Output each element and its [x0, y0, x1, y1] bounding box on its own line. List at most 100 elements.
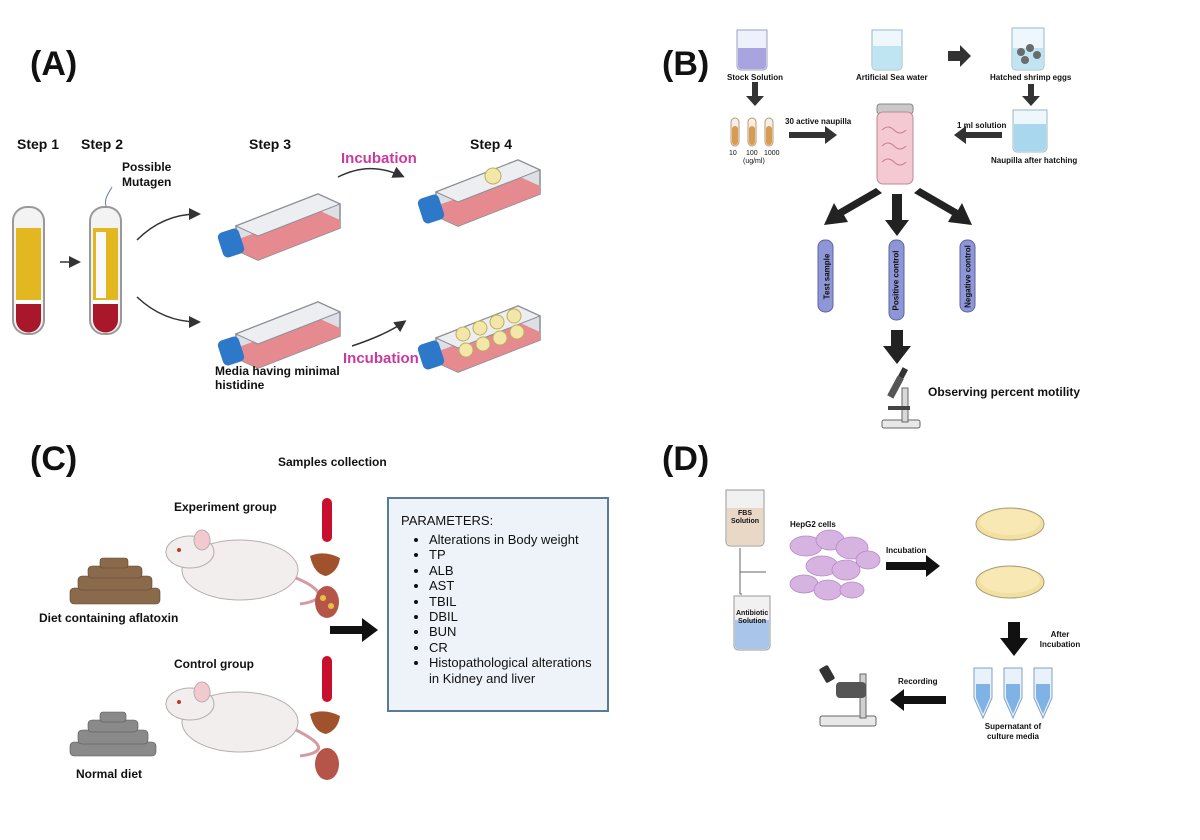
culture-flask-many-colonies-icon [417, 305, 542, 373]
control-group-label: Control group [174, 657, 254, 671]
control-kidney-icon [315, 748, 339, 780]
mixed-sample-jar-icon [876, 103, 914, 185]
sea-water-label: Artificial Sea water [856, 73, 928, 82]
positive-control-label: Positive control [891, 250, 901, 311]
normal-diet-label: Normal diet [76, 767, 143, 781]
stereo-microscope-icon [819, 665, 877, 727]
parameter-item: ALB [429, 563, 597, 578]
arrow-to-test-sample [824, 188, 882, 225]
supernatant-tubes-icon [973, 667, 1053, 720]
arrow-active-naupilla [789, 126, 837, 144]
conc-10-label: 10 [729, 150, 737, 157]
step4-label: Step 4 [470, 136, 513, 152]
arrow-to-negative-control [914, 188, 972, 225]
shrimp-eggs-label: Hatched shrimp eggs [990, 73, 1072, 82]
parameter-item: CR [429, 640, 597, 655]
negative-control-tube-icon [959, 239, 976, 313]
arrow-eggs-down [1022, 84, 1040, 106]
microscope-icon [881, 367, 921, 429]
fbs-solution-beaker-icon [725, 489, 765, 547]
incubation-bottom-label: Incubation [343, 350, 419, 367]
one-ml-label: 1 ml solution [957, 121, 1007, 130]
hepg2-label: HepG2 cells [790, 520, 836, 529]
conc-100-label: 100 [746, 150, 758, 157]
experiment-blood-tube-icon [322, 498, 332, 542]
incubation-top-label: Incubation [341, 150, 417, 167]
naupilla-after-label: Naupilla after hatching [991, 156, 1078, 165]
panel-d-label: (D) [662, 440, 710, 478]
arrow-stock-down [746, 82, 764, 106]
shrimp-eggs-beaker-icon [1011, 27, 1045, 71]
parameter-item: TBIL [429, 594, 597, 609]
media-label: Media having minimal histidine [215, 364, 340, 392]
stock-solution-beaker-icon [736, 29, 768, 71]
aflatoxin-pellets-icon [69, 557, 161, 605]
arrow-incubation-bottom [351, 320, 407, 347]
supernatant-label: Supernatant of culture media [984, 722, 1042, 741]
arrow-incubation-top [337, 166, 405, 178]
incubation-d-label: Incubation [886, 546, 927, 555]
parameters-box: PARAMETERS: Alterations in Body weight T… [387, 497, 609, 712]
test-sample-tube-icon [817, 239, 834, 313]
arrow-to-flask-bottom [136, 296, 201, 328]
arrow-one-ml [954, 126, 1002, 144]
aflatoxin-diet-label: Diet containing aflatoxin [39, 611, 179, 625]
fbs-label: FBS Solution [731, 510, 759, 525]
culture-flask-icon [217, 193, 342, 261]
mutagen-label: Possible Mutagen [122, 160, 172, 189]
recording-label: Recording [898, 677, 938, 686]
positive-control-tube-icon [888, 239, 905, 321]
experiment-rat-icon [165, 529, 321, 606]
arrow-incubation-d [886, 555, 940, 577]
parameter-item: Alterations in Body weight [429, 532, 597, 547]
step2-label: Step 2 [81, 136, 124, 152]
concentration-tubes-icon [730, 117, 774, 147]
stock-solution-label: Stock Solution [727, 73, 783, 82]
parameter-item: TP [429, 547, 597, 562]
panel-a-label: (A) [30, 45, 78, 83]
control-liver-icon [310, 711, 340, 734]
antibiotic-label: Antibiotic Solution [736, 610, 769, 625]
parameter-item: AST [429, 578, 597, 593]
step2-blood-tube-icon [89, 206, 122, 335]
conc-unit-label: (ug/ml) [743, 158, 765, 165]
antibiotic-solution-beaker-icon [733, 595, 771, 651]
control-blood-tube-icon [322, 656, 332, 702]
petri-dish-top-icon [975, 507, 1045, 541]
arrow-sea-to-eggs [948, 45, 971, 67]
arrow-to-flask-top [136, 208, 201, 241]
culture-flask-single-colony-icon [417, 159, 542, 227]
arrow-to-parameters [330, 618, 378, 642]
arrow-after-incubation [1000, 622, 1028, 656]
sea-water-beaker-icon [871, 29, 903, 71]
panel-b-label: (B) [662, 45, 710, 83]
samples-collection-label: Samples collection [278, 455, 387, 469]
culture-flask-icon [217, 301, 342, 369]
test-sample-label: Test sample [822, 253, 832, 300]
panel-c-label: (C) [30, 440, 78, 478]
observing-label: Observing percent motility [928, 385, 1081, 399]
naupilla-beaker-icon [1012, 109, 1048, 153]
arrow-to-positive-control [885, 194, 909, 236]
after-incubation-label: After Incubation [1039, 630, 1081, 649]
parameter-item: BUN [429, 624, 597, 639]
active-naupilla-label: 30 active naupilla [785, 117, 852, 126]
arrow-to-microscope [883, 330, 911, 364]
mutagen-pointer [105, 186, 113, 207]
control-rat-icon [165, 681, 321, 758]
normal-diet-pellets-icon [69, 711, 157, 757]
parameters-list: Alterations in Body weight TP ALB AST TB… [401, 532, 597, 686]
parameter-item: DBIL [429, 609, 597, 624]
hepg2-cells-icon [789, 529, 881, 601]
parameters-title: PARAMETERS: [401, 513, 494, 528]
connector-lines [739, 548, 766, 595]
experiment-group-label: Experiment group [174, 500, 277, 514]
negative-control-label: Negative control [963, 245, 973, 308]
arrow-recording [890, 689, 946, 711]
petri-dish-bottom-icon [975, 565, 1045, 599]
step1-blood-tube-icon [12, 206, 45, 335]
experiment-kidney-icon [315, 586, 339, 618]
parameter-item: Histopathological alterations in Kidney … [429, 655, 597, 686]
step1-label: Step 1 [17, 136, 60, 152]
